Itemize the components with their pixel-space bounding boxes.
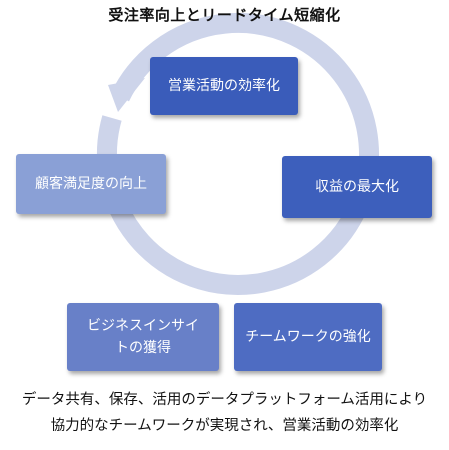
cycle-step-customer-satisfaction: 顧客満足度の向上 [16,154,166,214]
cycle-step-label: 営業活動の効率化 [168,77,280,94]
caption-line-1: データ共有、保存、活用のデータプラットフォーム活用により [21,392,428,408]
cycle-step-label: チームワークの強化 [245,328,371,345]
cycle-step-business-insight: ビジネスインサイトの獲得 [67,303,219,371]
cycle-step-teamwork: チームワークの強化 [234,303,382,371]
caption-line-2: 協力的なチームワークが実現され、営業活動の効率化 [50,418,399,434]
cycle-arrowhead [108,78,145,112]
cycle-step-label: ビジネスインサイトの獲得 [87,317,199,356]
cycle-step-profit-maximization: 収益の最大化 [282,156,432,218]
cycle-step-label: 収益の最大化 [315,178,399,195]
cycle-step-label: 顧客満足度の向上 [35,175,147,192]
diagram-title: 受注率向上とリードタイム短縮化 [108,6,341,24]
cycle-step-sales-efficiency: 営業活動の効率化 [150,57,298,115]
